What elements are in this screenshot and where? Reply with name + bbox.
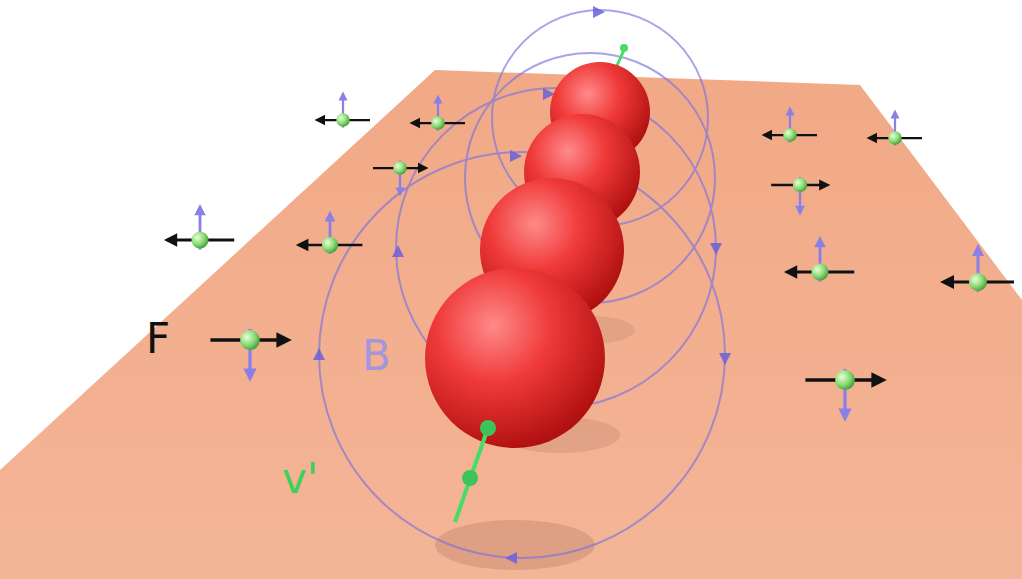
force-label: F	[146, 318, 170, 360]
field-label: B	[362, 335, 391, 377]
velocity-label: v'	[282, 458, 318, 500]
